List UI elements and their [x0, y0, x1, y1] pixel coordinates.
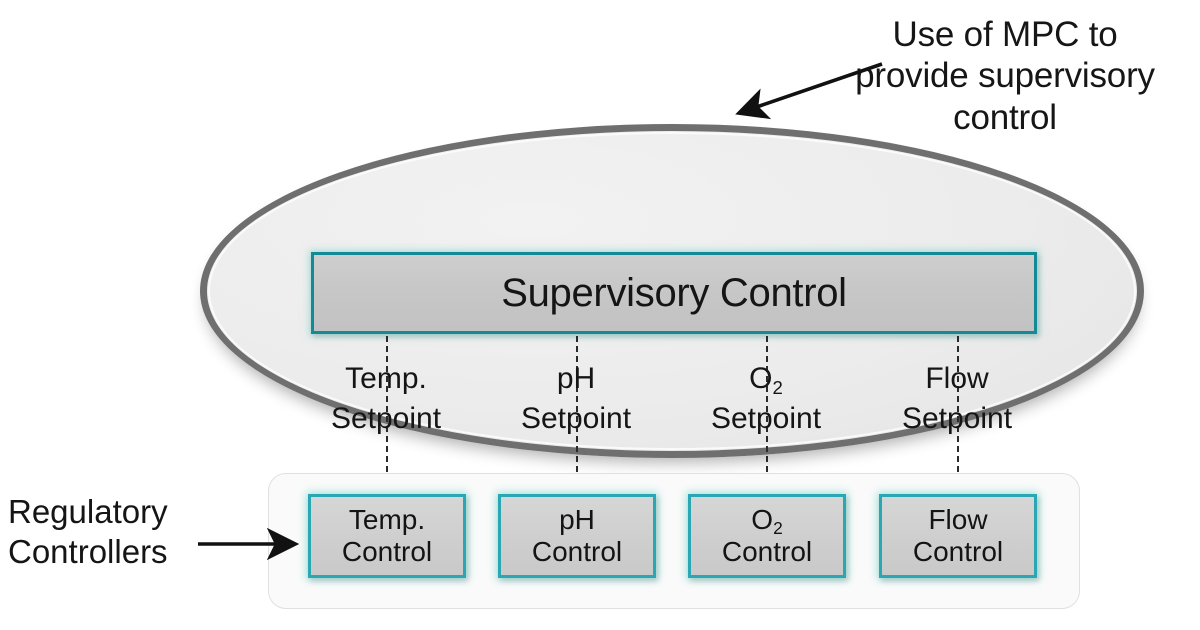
controller-box-temp[interactable]: Temp. Control	[308, 494, 466, 578]
setpoint-temp-line2: Setpoint	[330, 401, 442, 435]
callout-annotation-text: Use of MPC to provide supervisory contro…	[855, 15, 1155, 137]
supervisory-control-label: Supervisory Control	[501, 270, 847, 315]
callout-arrow-icon	[735, 62, 883, 120]
controller-o2-line1: O2	[751, 503, 783, 539]
setpoint-label-ph: pH Setpoint	[481, 359, 671, 439]
controller-o2-symbol: O	[751, 503, 774, 535]
setpoint-o2-subscript: 2	[772, 376, 783, 398]
setpoint-o2-line1: O2	[671, 359, 861, 399]
connector-line-temp	[386, 336, 388, 492]
setpoint-ph-line1: pH	[556, 362, 596, 395]
regulatory-pointer-arrow-icon	[198, 527, 300, 561]
setpoint-label-flow: Flow Setpoint	[862, 359, 1052, 439]
setpoint-temp-line1: Temp.	[345, 362, 427, 395]
supervisory-control-box[interactable]: Supervisory Control	[311, 252, 1037, 334]
setpoint-label-temp: Temp. Setpoint	[291, 359, 481, 439]
setpoint-flow-line1: Flow	[925, 362, 989, 395]
controller-temp-line2: Control	[341, 536, 433, 567]
controller-ph-line2: Control	[531, 536, 623, 567]
controller-box-o2[interactable]: O2 Control	[688, 494, 846, 578]
controller-box-ph[interactable]: pH Control	[498, 494, 656, 578]
setpoint-label-o2: O2 Setpoint	[671, 359, 861, 439]
setpoint-ph-line2: Setpoint	[520, 401, 632, 435]
connector-line-ph	[576, 336, 578, 492]
connector-line-o2	[766, 336, 768, 492]
setpoint-o2-symbol: O	[749, 362, 773, 395]
connector-line-flow	[957, 336, 959, 492]
controller-o2-subscript: 2	[773, 518, 783, 539]
controller-temp-line1: Temp.	[348, 503, 426, 535]
controller-flow-line1: Flow	[928, 503, 988, 535]
controller-box-flow[interactable]: Flow Control	[879, 494, 1037, 578]
regulatory-controllers-label: Regulatory Controllers	[8, 493, 168, 571]
controller-flow-line2: Control	[912, 536, 1004, 567]
controller-o2-line2: Control	[721, 536, 813, 567]
setpoint-flow-line2: Setpoint	[901, 401, 1013, 435]
setpoint-o2-line2: Setpoint	[710, 401, 822, 435]
controller-ph-line1: pH	[559, 503, 595, 535]
